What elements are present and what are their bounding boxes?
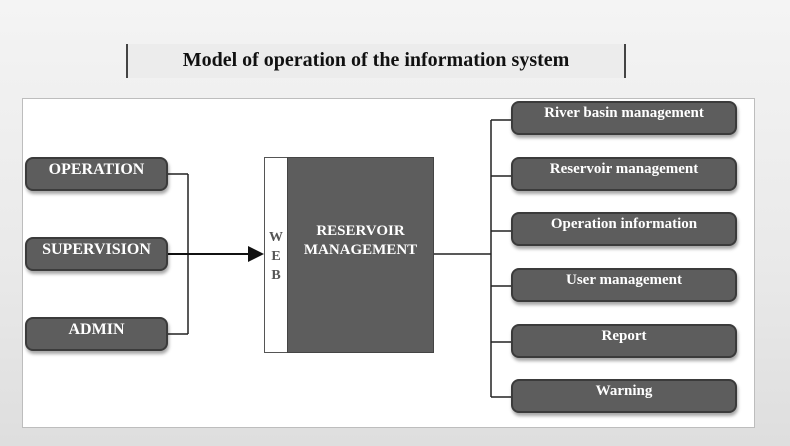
user-management-label: User management (566, 272, 682, 288)
core-label-line1: RESERVOIR (316, 223, 405, 239)
web-letter-e: E (271, 249, 281, 264)
report-node: Report (511, 324, 737, 358)
diagram-title: Model of operation of the information sy… (182, 49, 570, 71)
reservoir-management-core: RESERVOIR MANAGEMENT (287, 157, 434, 353)
web-layer-strip: W E B (264, 157, 288, 353)
warning-label: Warning (595, 383, 653, 399)
web-letter-b: B (271, 268, 281, 283)
user-management-node: User management (511, 268, 737, 302)
core-label: RESERVOIR MANAGEMENT (288, 222, 433, 260)
operation-information-label: Operation information (550, 216, 698, 232)
diagram-title-frame: Model of operation of the information sy… (126, 44, 626, 78)
river-basin-management-label: River basin management (544, 105, 704, 121)
operation-information-node: Operation information (511, 212, 737, 246)
web-letter-w: W (269, 230, 283, 245)
supervision-node: SUPERVISION (25, 237, 168, 271)
reservoir-management-node: Reservoir management (511, 157, 737, 191)
admin-node: ADMIN (25, 317, 168, 351)
operation-node: OPERATION (25, 157, 168, 191)
warning-node: Warning (511, 379, 737, 413)
river-basin-management-node: River basin management (511, 101, 737, 135)
admin-node-label: ADMIN (68, 321, 125, 338)
supervision-node-label: SUPERVISION (42, 241, 151, 258)
core-label-line2: MANAGEMENT (303, 242, 418, 258)
reservoir-management-label: Reservoir management (549, 161, 699, 177)
report-label: Report (601, 328, 647, 344)
operation-node-label: OPERATION (48, 161, 145, 178)
